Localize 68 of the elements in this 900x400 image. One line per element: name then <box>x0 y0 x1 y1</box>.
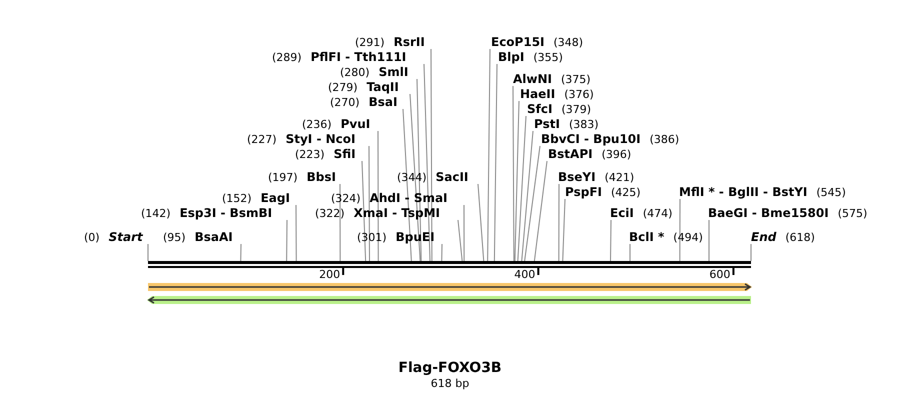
ruler-label: 600 <box>708 269 730 281</box>
ruler-label: 200 <box>318 269 340 281</box>
leader-line <box>416 78 422 262</box>
leader-line <box>487 48 490 262</box>
leader-line <box>296 204 297 262</box>
restriction-site-label: (322) XmaI - TspMI <box>315 206 440 221</box>
restriction-site-label: (324) AhdI - SmaI <box>331 191 448 206</box>
restriction-site-label: (142) Esp3I - BsmBI <box>141 206 272 221</box>
leader-line <box>286 220 288 262</box>
leader-line <box>494 64 498 262</box>
leader-line <box>562 198 566 262</box>
restriction-site-label: (301) BpuEI <box>357 230 435 245</box>
restriction-site-label: (280) SmlI <box>340 65 408 80</box>
restriction-site-label: PstI (383) <box>534 117 599 132</box>
restriction-site-label: MflI * - BglII - BstYI (545) <box>679 185 846 200</box>
leader-line <box>368 146 370 262</box>
restriction-site-label: AlwNI (375) <box>513 72 591 87</box>
restriction-site-label: (95) BsaAI <box>163 230 233 245</box>
leader-line <box>610 220 612 262</box>
restriction-site-label: SfcI (379) <box>527 102 592 117</box>
leader-line <box>708 220 710 262</box>
restriction-site-label: (152) EagI <box>222 191 290 206</box>
leader-line <box>534 160 548 262</box>
restriction-site-label: BbvCI - Bpu10I (386) <box>541 132 680 147</box>
restriction-site-label: PspFI (425) <box>565 185 641 200</box>
restriction-site-label: End (618) <box>751 230 815 245</box>
leader-line <box>424 64 430 262</box>
restriction-site-label: BstAPI (396) <box>548 147 632 162</box>
leader-line <box>464 204 465 262</box>
restriction-site-label: BclI * (494) <box>629 230 703 245</box>
leader-line <box>750 244 752 262</box>
restriction-site-label: EcoP15I (348) <box>491 35 584 50</box>
leader-line <box>524 146 540 262</box>
leader-line <box>410 94 421 262</box>
restriction-site-label: BaeGI - Bme1580I (575) <box>708 206 868 221</box>
restriction-site-label: (289) PflFI - Tth111I <box>272 50 406 65</box>
restriction-site-label: (223) SfiI <box>295 147 356 162</box>
restriction-site-label: (270) BsaI <box>330 95 398 110</box>
leader-line <box>430 48 432 262</box>
ruler-label: 400 <box>513 269 536 281</box>
leader-line <box>362 160 366 262</box>
leader-line <box>517 116 526 262</box>
leader-line <box>679 198 680 262</box>
restriction-site-label: HaeII (376) <box>520 87 594 102</box>
leader-line <box>240 244 242 262</box>
leader-line <box>521 130 534 262</box>
leader-line <box>378 130 379 262</box>
restriction-site-label: (0) Start <box>84 230 143 245</box>
restriction-site-label: EciI (474) <box>610 206 672 221</box>
restriction-site-label: BseYI (421) <box>558 170 634 185</box>
sequence-length: 618 bp <box>430 377 470 390</box>
leader-line <box>441 244 442 262</box>
restriction-site-label: (291) RsrII <box>355 35 425 50</box>
leader-line <box>340 184 341 262</box>
leader-line <box>512 86 514 262</box>
leader-line <box>402 108 412 262</box>
restriction-site-label: (344) SacII <box>397 170 468 185</box>
restriction-site-label: (197) BbsI <box>268 170 336 185</box>
restriction-site-label: BlpI (355) <box>498 50 563 65</box>
leader-line <box>458 220 463 262</box>
restriction-site-label: (279) TaqII <box>328 80 399 95</box>
restriction-site-label: (227) StyI - NcoI <box>247 132 356 147</box>
leader-line <box>478 184 484 262</box>
leader-line <box>558 184 560 262</box>
sequence-backbone <box>148 261 751 268</box>
map-title: Flag-FOXO3B <box>397 360 503 376</box>
restriction-site-label: (236) PvuI <box>302 117 370 132</box>
leader-line <box>514 100 520 262</box>
